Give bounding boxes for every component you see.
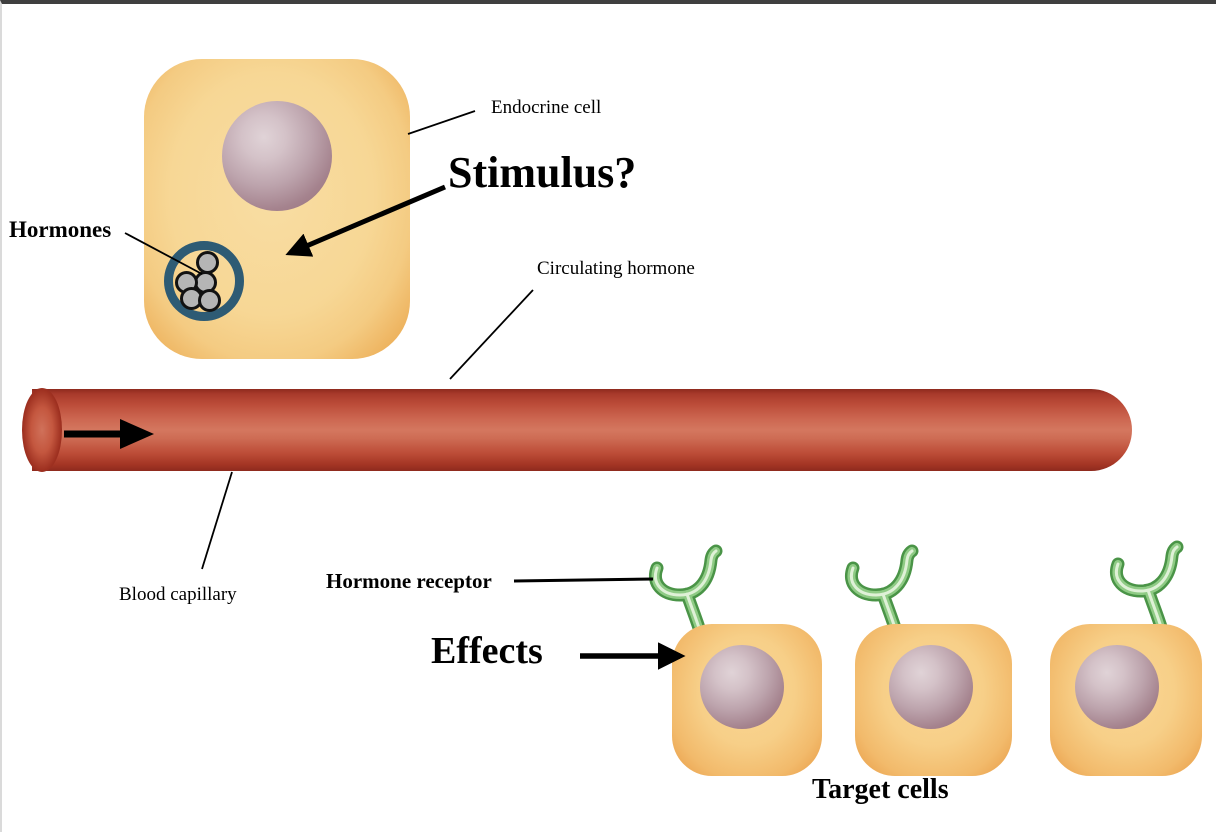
hormone-receptor-pointer-line xyxy=(513,577,654,583)
target-cells-label: Target cells xyxy=(812,774,949,805)
hormones-label: Hormones xyxy=(9,217,112,242)
hormone-vesicle xyxy=(164,241,244,321)
endocrine-cell-pointer-line xyxy=(407,110,476,135)
effects-label: Effects xyxy=(431,630,543,672)
target-cell xyxy=(672,624,822,776)
circulating-hormone-pointer-line xyxy=(449,289,534,380)
endocrine-cell xyxy=(144,59,410,359)
hormone-receptor-icon xyxy=(1110,540,1184,637)
target-cell-nucleus xyxy=(889,645,973,729)
target-cell-nucleus xyxy=(700,645,784,729)
stimulus-label: Stimulus? xyxy=(448,148,637,197)
target-cell-nucleus xyxy=(1075,645,1159,729)
hormone-dot xyxy=(198,289,221,312)
blood-capillary-opening xyxy=(22,388,62,472)
endocrine-cell-label: Endocrine cell xyxy=(491,97,602,118)
endocrine-cell-nucleus xyxy=(222,101,332,211)
hormone-receptor-icon xyxy=(649,544,723,641)
blood-capillary-tube xyxy=(32,389,1132,471)
hormone-receptor-label: Hormone receptor xyxy=(326,569,492,593)
blood-capillary-label: Blood capillary xyxy=(119,584,237,605)
blood-capillary-pointer-line xyxy=(201,471,233,570)
target-cell xyxy=(855,624,1012,776)
hormone-receptor-icon xyxy=(845,544,919,641)
target-cell xyxy=(1050,624,1202,776)
circulating-hormone-label: Circulating hormone xyxy=(537,258,695,279)
